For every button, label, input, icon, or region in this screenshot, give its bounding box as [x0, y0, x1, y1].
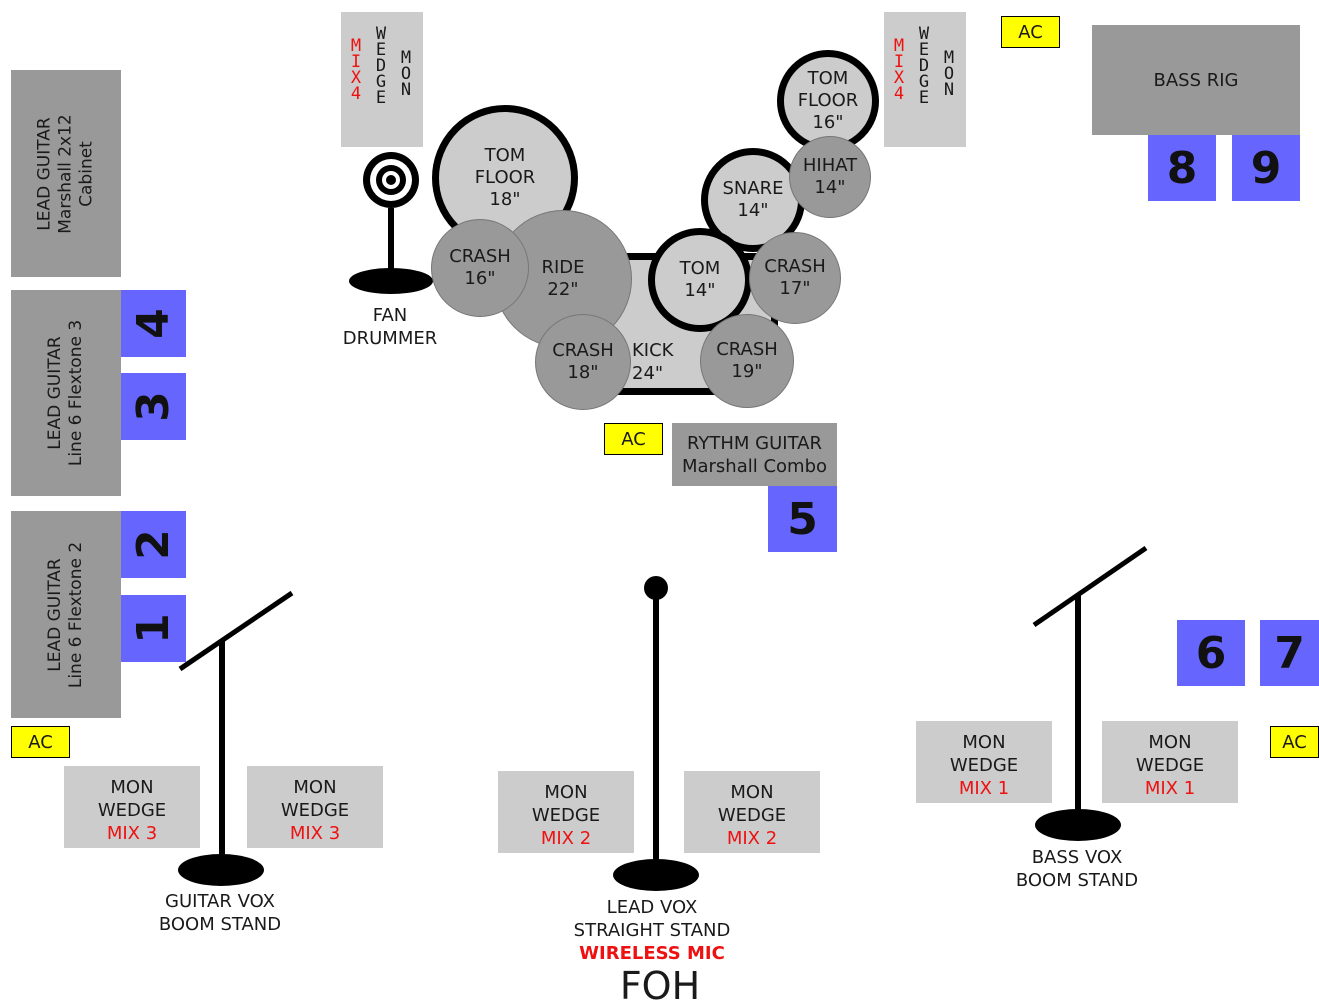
- cabinet-label-line1: LEAD GUITAR: [34, 116, 55, 231]
- flextone3-label-line1: LEAD GUITAR: [45, 336, 65, 450]
- lead-vox-straight-stand-icon: [613, 576, 699, 891]
- input-2: 2: [121, 511, 186, 578]
- input-1: 1: [121, 595, 186, 662]
- input-9: 9: [1232, 135, 1300, 201]
- input-4: 4: [121, 290, 186, 357]
- lead-guitar-cabinet: LEAD GUITAR Marshall 2x12 Cabinet: [11, 70, 121, 277]
- flextone3-label-line2: Line 6 Flextone 3: [66, 319, 86, 467]
- ac-outlet-drums: AC: [604, 423, 663, 455]
- input-8: 8: [1148, 135, 1216, 201]
- cabinet-label-line2: Marshall 2x12: [55, 113, 76, 234]
- input-5: 5: [768, 486, 837, 552]
- foh-label: FOH: [619, 964, 701, 1008]
- lead-guitar-flextone2: LEAD GUITAR Line 6 Flextone 2: [11, 511, 121, 718]
- fan-icon: [349, 152, 433, 294]
- input-6: 6: [1177, 620, 1245, 686]
- ac-outlet-right: AC: [1270, 726, 1319, 758]
- ac-outlet-left: AC: [11, 726, 70, 758]
- input-3: 3: [121, 373, 186, 440]
- lead-guitar-flextone3: LEAD GUITAR Line 6 Flextone 3: [11, 290, 121, 496]
- flextone2-label-line2: Line 6 Flextone 2: [66, 541, 86, 688]
- flextone2-label-line1: LEAD GUITAR: [45, 557, 65, 672]
- cabinet-label-line3: Cabinet: [76, 140, 97, 207]
- ac-outlet-top-right: AC: [1001, 16, 1060, 48]
- guitar-vox-boom-stand-icon: [178, 590, 294, 886]
- bass-rig: BASS RIG: [1092, 25, 1300, 135]
- bass-vox-boom-stand-icon: [1032, 545, 1148, 841]
- input-7: 7: [1260, 620, 1319, 686]
